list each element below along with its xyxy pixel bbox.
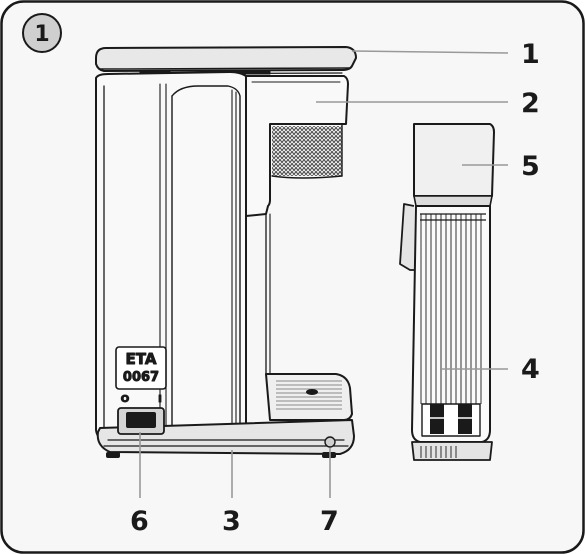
callout-6-power-switch: 6 [130, 506, 149, 537]
coffee-maker-illustration: ETA 0067 O I [95, 46, 357, 458]
callout-5-tank-lid: 5 [521, 151, 540, 182]
water-tank-illustration [399, 123, 495, 461]
figure-number-badge: 1 [22, 13, 62, 53]
tank-lid [413, 123, 495, 207]
power-switch: O I [117, 394, 165, 435]
callout-4-water-tank: 4 [521, 354, 540, 385]
indicator-lamp [324, 436, 336, 448]
callout-1-lid: 1 [521, 39, 540, 70]
filter-head [245, 75, 349, 217]
figure-number: 1 [34, 22, 49, 47]
lid [95, 46, 357, 76]
switch-off-mark: O [121, 394, 130, 405]
callout-2-filter-head: 2 [521, 88, 540, 119]
brand-label: ETA [126, 350, 157, 368]
model-label: 0067 [123, 370, 159, 385]
rating-plate: ETA 0067 [115, 346, 167, 390]
callout-7-indicator: 7 [320, 506, 339, 537]
leader-lines [139, 50, 509, 498]
tank-handle [399, 203, 415, 271]
callout-3-base: 3 [222, 506, 241, 537]
warming-plate [265, 373, 353, 421]
tank-body [411, 205, 491, 443]
switch-on-mark: I [158, 394, 162, 405]
